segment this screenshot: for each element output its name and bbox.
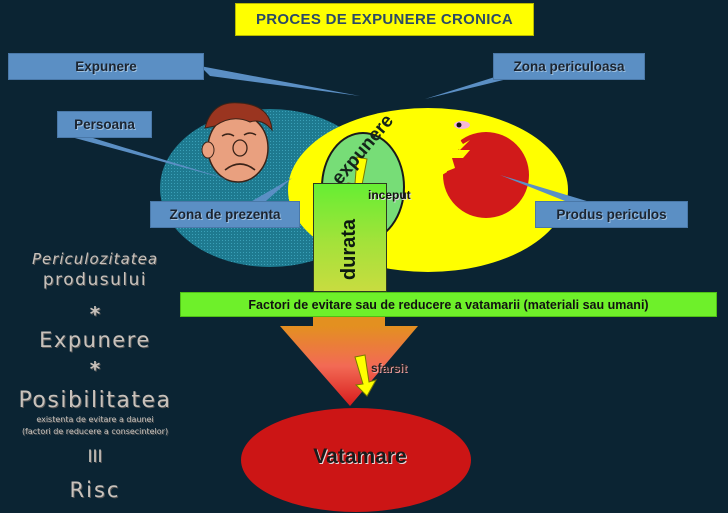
callout-produs-periculos: Produs periculos: [535, 201, 688, 228]
outcome-label: Vatamare: [313, 445, 407, 468]
multiply-icon-1: *: [89, 302, 101, 326]
overlap-label-wrap: expunere: [318, 111, 408, 189]
formula-possibility-note2: (factori de reducere a consecintelor): [21, 427, 169, 436]
callout-zona-periculoasa: Zona periculoasa: [493, 53, 645, 80]
outcome-ellipse: [241, 408, 471, 512]
formula-hazard-line2: produsului: [42, 270, 148, 290]
formula-hazard-line1: Periculozitatea: [31, 250, 159, 268]
formula-possibility-note1: existenta de evitare a daunei: [36, 415, 154, 424]
factors-bar: Factori de evitare sau de reducere a vat…: [180, 292, 717, 317]
formula-risk: Risc: [69, 478, 121, 502]
callout-persoana: Persoana: [57, 111, 152, 138]
person-face-icon: [201, 102, 273, 183]
callout-pointers: [60, 66, 600, 208]
callout-expunere: Expunere: [8, 53, 204, 80]
start-label: inceput: [368, 188, 411, 202]
diagram-title: PROCES DE EXPUNERE CRONICA: [235, 3, 534, 36]
hazard-product-icon: [442, 121, 529, 218]
funnel-shape: [280, 317, 418, 406]
equals-icon: III: [87, 447, 103, 467]
callout-zona-prezenta: Zona de prezenta: [150, 201, 300, 228]
end-label: sfarsit: [371, 361, 408, 375]
formula-exposure: Expunere: [39, 328, 151, 352]
duration-box: [313, 183, 387, 292]
overlap-label: expunere: [327, 110, 398, 189]
multiply-icon-2: *: [89, 357, 101, 381]
end-arrow-icon: [354, 354, 378, 397]
formula-possibility: Posibilitatea: [18, 388, 172, 413]
duration-label: durata: [338, 218, 361, 280]
duration-label-wrap: durata: [335, 214, 365, 284]
